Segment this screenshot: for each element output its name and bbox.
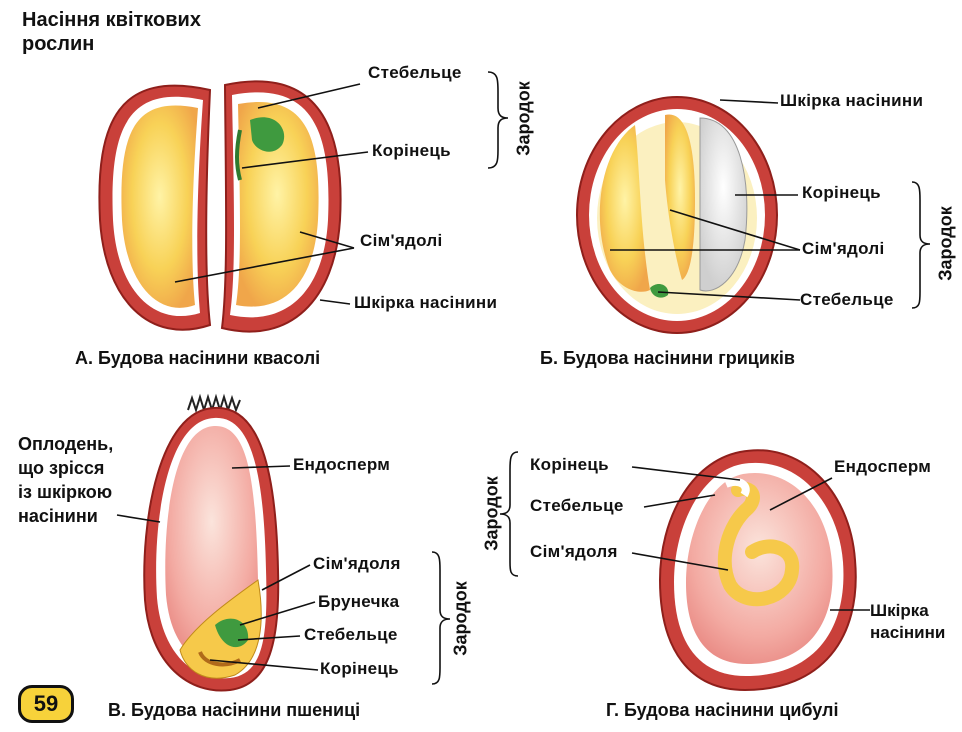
page-title: Насіння квіткових рослин (22, 8, 201, 56)
shepherds-purse-seed (576, 96, 778, 334)
d-label-stem: Стебельце (530, 496, 624, 515)
b-label-stem: Стебельце (800, 290, 894, 309)
d-root-tip (724, 477, 750, 498)
bean-left-cotyledon (121, 105, 198, 308)
b-label-embryo: Зародок (935, 206, 956, 281)
d-label-cotyledon: Сім'ядоля (530, 542, 618, 561)
c-caption: В. Будова насінини пшениці (108, 700, 361, 720)
d-embryo (717, 481, 800, 607)
c-pericarp-line-3: із шкіркою (18, 482, 113, 502)
onion-seed (658, 449, 857, 692)
a-label-coat: Шкірка насінини (354, 293, 498, 312)
c-pericarp-line-2: що зрісся (18, 458, 105, 478)
wheat-seed (143, 393, 280, 692)
c-label-pericarp: Оплодень, що зрісся із шкіркою насінини (18, 432, 113, 528)
title-line-1: Насіння квіткових (22, 9, 201, 31)
c-label-cotyledon: Сім'ядоля (313, 554, 401, 573)
bean-right-cotyledon (236, 102, 319, 307)
c-label-embryo: Зародок (450, 581, 471, 656)
bean-embryo-root (235, 129, 242, 181)
leader-lines (116, 71, 931, 685)
page-number-badge: 59 (18, 685, 74, 723)
b-inner-cotyledon (665, 114, 695, 280)
b-caption: Б. Будова насінини грициків (540, 348, 795, 368)
b-label-coat: Шкірка насінини (780, 91, 924, 110)
c-label-bud: Брунечка (318, 592, 400, 611)
c-label-stem: Стебельце (304, 625, 398, 644)
bean-embryo-stem (250, 117, 285, 152)
d-label-embryo: Зародок (481, 476, 502, 551)
title-line-2: рослин (22, 33, 95, 55)
d-label-endosperm: Ендосперм (834, 457, 932, 476)
c-label-endosperm: Ендосперм (293, 455, 391, 474)
c-hairs (187, 393, 241, 414)
a-label-cotyledons: Сім'ядолі (360, 231, 443, 250)
c-pericarp-line-4: насінини (18, 506, 98, 526)
b-grey-part (699, 117, 748, 292)
bean-seed (98, 80, 342, 333)
b-stem (650, 284, 669, 298)
d-label-coat: Шкірка насінини (870, 600, 945, 644)
d-coat-line-1: Шкірка (870, 601, 929, 620)
a-label-root: Корінець (372, 141, 451, 160)
d-coat-line-2: насінини (870, 623, 946, 642)
a-caption: А. Будова насінини квасолі (75, 348, 321, 368)
b-label-cotyledons: Сім'ядолі (802, 239, 885, 258)
a-label-embryo: Зародок (513, 81, 534, 156)
b-label-root: Корінець (802, 183, 881, 202)
c-pericarp-line-1: Оплодень, (18, 434, 114, 454)
c-label-root: Корінець (320, 659, 399, 678)
d-endosperm (686, 472, 833, 664)
d-caption: Г. Будова насінини цибулі (606, 700, 839, 720)
d-label-root: Корінець (530, 455, 609, 474)
a-label-stem: Стебельце (368, 63, 462, 82)
